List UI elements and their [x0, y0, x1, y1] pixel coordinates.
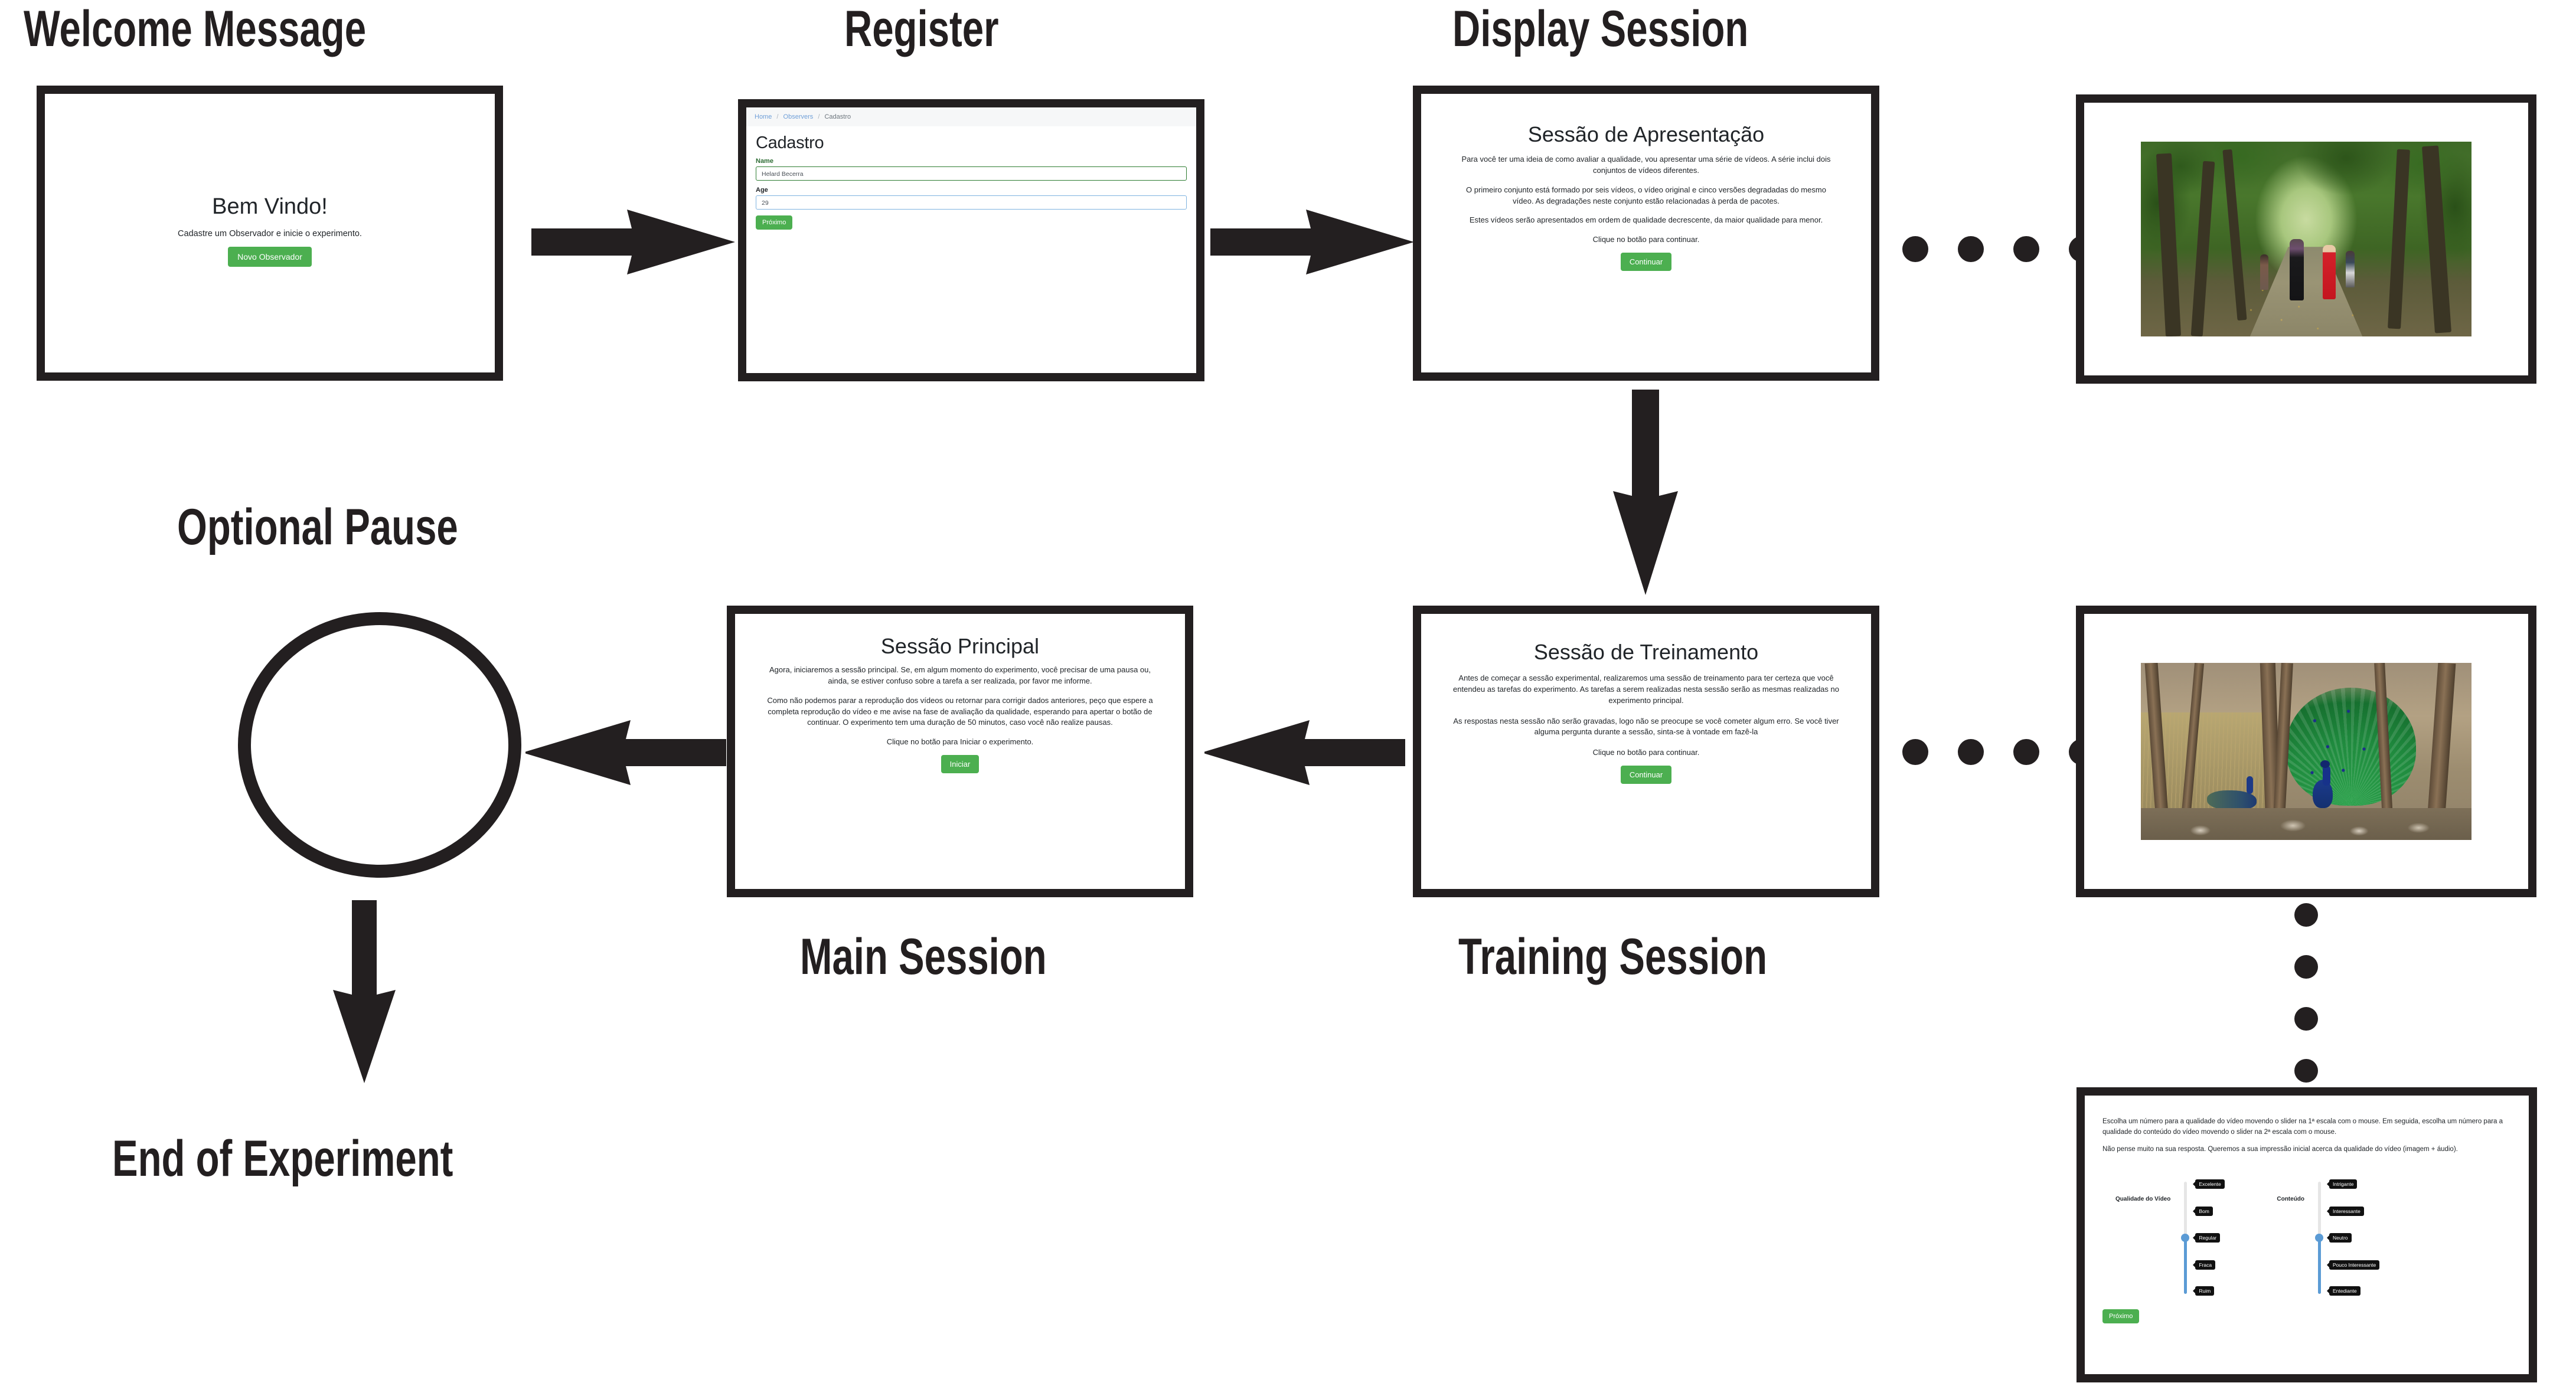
arrow-welcome-to-register [531, 210, 735, 274]
dot [2294, 955, 2318, 979]
age-field-label: Age [756, 187, 768, 194]
slider-knob[interactable] [2181, 1233, 2190, 1242]
tick-label: Neutro [2329, 1233, 2352, 1243]
video-thumbnail-peacock [2141, 663, 2471, 840]
optional-pause-node [238, 612, 521, 878]
label-display-session: Display Session [1452, 1, 1749, 57]
proximo-button-rating[interactable]: Próximo [2102, 1309, 2140, 1324]
rating-page: Escolha um número para a qualidade do ví… [2085, 1096, 2529, 1374]
dot [1902, 236, 1928, 262]
arrow-optional-pause-to-end [333, 900, 396, 1083]
main-session-paragraph-2: Como não podemos parar a reprodução dos … [767, 695, 1153, 727]
breadcrumb-separator-2: / [818, 113, 820, 120]
display-session-paragraph-3: Estes vídeos serão apresentados em ordem… [1469, 215, 1823, 225]
slider-fill [2183, 1238, 2187, 1294]
screen-video-playback-1 [2076, 94, 2536, 384]
label-training-session: Training Session [1458, 929, 1768, 985]
arrow-register-to-display-session [1210, 210, 1414, 274]
dot [1958, 236, 1984, 262]
breadcrumb-observers[interactable]: Observers [783, 113, 814, 120]
label-optional-pause: Optional Pause [177, 499, 458, 555]
slider-fill [2317, 1238, 2321, 1294]
label-register: Register [844, 1, 999, 57]
tick-label: Ruim [2195, 1286, 2215, 1296]
scale-caption-content: Conteúdo [2277, 1196, 2305, 1203]
dot [2013, 236, 2039, 262]
breadcrumb: Home / Observers / Cadastro [746, 107, 1196, 126]
welcome-title: Bem Vindo! [212, 194, 328, 219]
display-session-page: Sessão de Apresentação Para você ter uma… [1421, 122, 1871, 372]
display-session-paragraph-4: Clique no botão para continuar. [1592, 235, 1700, 244]
screen-video-playback-2 [2076, 606, 2536, 897]
tick-label: Fraca [2195, 1260, 2216, 1270]
screen-register: Home / Observers / Cadastro Cadastro Nam… [738, 99, 1204, 381]
scale-caption-video-quality: Qualidade do Vídeo [2115, 1196, 2171, 1203]
dots-training-to-video [1902, 739, 2095, 765]
display-session-paragraph-2: O primeiro conjunto está formado por sei… [1466, 185, 1826, 205]
dots-video-to-rating [2294, 903, 2318, 1083]
training-session-paragraph-3: Clique no botão para continuar. [1592, 748, 1700, 757]
tick-label: Bom [2195, 1206, 2213, 1216]
rating-instruction-1: Escolha um número para a qualidade do ví… [2102, 1118, 2503, 1136]
dot [2294, 1007, 2318, 1031]
register-page: Home / Observers / Cadastro Cadastro Nam… [746, 107, 1196, 373]
main-session-paragraph-3: Clique no botão para Iniciar o experimen… [886, 737, 1034, 747]
screen-display-session: Sessão de Apresentação Para você ter uma… [1413, 86, 1879, 381]
label-welcome-message: Welcome Message [24, 1, 367, 57]
scale-video-quality: Qualidade do Vídeo Excelente Bom Regular [2115, 1179, 2225, 1296]
tick-label: Intrigante [2329, 1179, 2358, 1189]
tick-label: Pouco Interessante [2329, 1260, 2380, 1270]
breadcrumb-home[interactable]: Home [755, 113, 772, 120]
main-session-paragraph-1: Agora, iniciaremos a sessão principal. S… [769, 665, 1151, 685]
name-field[interactable]: Helard Becerra [756, 166, 1187, 181]
display-session-paragraph-1: Para você ter uma ideia de como avaliar … [1461, 155, 1831, 175]
slider-video-quality[interactable] [2181, 1182, 2190, 1294]
training-session-paragraph-1: Antes de começar a sessão experimental, … [1453, 674, 1839, 705]
dot [2294, 1059, 2318, 1083]
tick-label: Entediante [2329, 1286, 2360, 1296]
arrow-training-session-to-main-session [1204, 720, 1405, 785]
main-session-page: Sessão Principal Agora, iniciaremos a se… [735, 634, 1185, 889]
tick-label: Interessante [2329, 1206, 2364, 1216]
label-main-session: Main Session [800, 929, 1047, 985]
training-session-page: Sessão de Treinamento Antes de começar a… [1421, 640, 1871, 889]
scale-content: Conteúdo Intrigante Interessante Neutro [2277, 1179, 2380, 1296]
arrow-display-session-to-training-session [1613, 390, 1678, 595]
dot [2294, 903, 2318, 927]
dot [1902, 739, 1928, 765]
screen-training-session: Sessão de Treinamento Antes de começar a… [1413, 606, 1879, 897]
training-session-paragraph-2: As respostas nesta sessão não serão grav… [1453, 716, 1839, 737]
screen-rating: Escolha um número para a qualidade do ví… [2077, 1087, 2537, 1382]
continuar-button-training[interactable]: Continuar [1620, 766, 1672, 784]
training-session-title: Sessão de Treinamento [1533, 640, 1759, 664]
dot [2013, 739, 2039, 765]
slider-content[interactable] [2315, 1182, 2324, 1294]
rating-instruction-2: Não pense muito na sua resposta. Queremo… [2102, 1145, 2458, 1153]
tick-label: Excelente [2195, 1179, 2225, 1189]
dots-display-to-video [1902, 236, 2095, 262]
breadcrumb-separator-1: / [776, 113, 779, 120]
novo-observador-button[interactable]: Novo Observador [228, 247, 312, 267]
label-end-of-experiment: End of Experiment [112, 1130, 453, 1187]
iniciar-button[interactable]: Iniciar [941, 755, 980, 774]
proximo-button[interactable]: Próximo [756, 215, 793, 230]
video-thumbnail-forest-path [2141, 142, 2471, 336]
tick-label: Regular [2195, 1233, 2221, 1243]
screen-main-session: Sessão Principal Agora, iniciaremos a se… [727, 606, 1193, 897]
welcome-page: Bem Vindo! Cadastre um Observador e inic… [45, 194, 495, 372]
age-field[interactable]: 29 [756, 195, 1187, 210]
breadcrumb-current: Cadastro [824, 113, 851, 120]
slider-knob[interactable] [2315, 1233, 2324, 1242]
arrow-main-session-to-optional-pause [525, 720, 726, 785]
register-heading: Cadastro [756, 133, 824, 152]
welcome-subtitle: Cadastre um Observador e inicie o experi… [178, 229, 362, 238]
name-field-label: Name [756, 158, 773, 165]
display-session-title: Sessão de Apresentação [1527, 122, 1765, 146]
dot [1958, 739, 1984, 765]
continuar-button-display[interactable]: Continuar [1620, 253, 1672, 272]
main-session-title: Sessão Principal [880, 634, 1040, 658]
screen-welcome-message: Bem Vindo! Cadastre um Observador e inic… [37, 86, 503, 381]
